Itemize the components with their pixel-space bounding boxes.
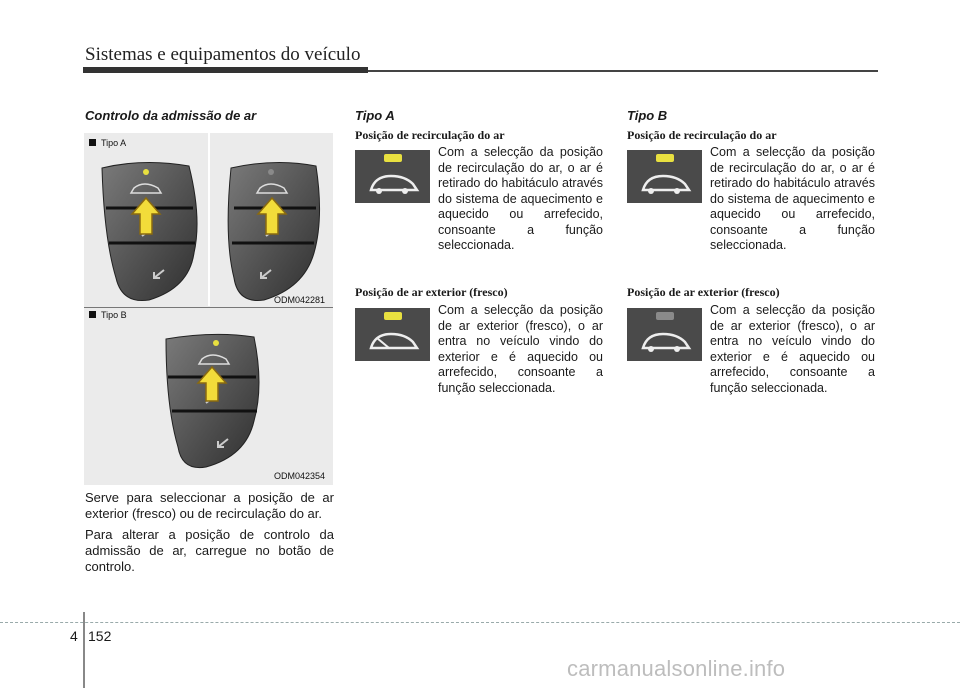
up-arrow-icon — [130, 196, 162, 235]
fig-a-label: Tipo A — [89, 138, 126, 148]
indicator-light — [384, 154, 402, 162]
fresh-title: Posição de ar exterior (fresco) — [627, 285, 780, 299]
page-header-title: Sistemas e equipamentos do veículo — [85, 44, 361, 65]
floor-vent-icon — [153, 269, 165, 279]
control-panel-illustration — [165, 333, 260, 469]
tipo-a-heading: Tipo A — [355, 108, 395, 123]
recirc-title: Posição de recirculação do ar — [627, 128, 777, 142]
indicator-light — [384, 312, 402, 320]
fresh-description: Com a selecção da posição de ar exterior… — [438, 303, 603, 395]
indicator-light — [268, 169, 274, 175]
recirc-description: Com a selecção da posição de recirculaçã… — [438, 145, 603, 252]
indicator-light — [143, 169, 149, 175]
indicator-light — [213, 340, 219, 346]
tipo-b-heading: Tipo B — [627, 108, 668, 123]
indicator-light — [656, 154, 674, 162]
floor-vent-icon — [217, 438, 229, 448]
control-panel-illustration — [101, 161, 198, 302]
paragraph: Serve para seleccionar a posição de ar e… — [85, 490, 334, 521]
header-rule — [368, 70, 878, 72]
figure-divider — [208, 133, 210, 306]
recirculation-icon — [369, 174, 420, 192]
up-arrow-icon — [256, 196, 288, 235]
fig-b-code: ODM042354 — [274, 471, 326, 481]
recirc-title: Posição de recirculação do ar — [355, 128, 505, 142]
header-bar — [83, 67, 368, 73]
floor-vent-icon — [260, 269, 272, 279]
recirculation-icon — [197, 354, 231, 365]
recirc-button-thumbnail — [627, 150, 702, 203]
recirc-description: Com a selecção da posição de recirculaçã… — [710, 145, 875, 252]
fresh-air-icon — [369, 332, 420, 350]
chapter-number: 4 — [70, 628, 78, 644]
control-panel-illustration — [227, 161, 321, 302]
footer-rule — [0, 622, 960, 623]
page-number: 152 — [88, 628, 112, 644]
fresh-title: Posição de ar exterior (fresco) — [355, 285, 508, 299]
recirculation-icon — [129, 183, 163, 194]
fig-b-label: Tipo B — [89, 310, 127, 320]
up-arrow-icon — [196, 365, 228, 402]
intro-text: Serve para seleccionar a posição de ar e… — [85, 490, 334, 580]
fresh-air-icon — [641, 332, 692, 350]
watermark: carmanualsonline.info — [567, 656, 786, 681]
indicator-light — [656, 312, 674, 320]
control-figure: Tipo A ODM042281 Tipo B ODM042354 — [84, 133, 333, 485]
figure-separator — [84, 307, 333, 308]
left-column: Controlo da admissão de ar — [85, 108, 256, 129]
paragraph: Para alterar a posição de controlo da ad… — [85, 527, 334, 574]
recirc-button-thumbnail — [355, 150, 430, 203]
tipo-b-column: Tipo B — [627, 108, 667, 129]
tipo-a-column: Tipo A — [355, 108, 395, 129]
fresh-air-icon — [255, 183, 289, 194]
fresh-button-thumbnail — [627, 308, 702, 361]
fig-a-code: ODM042281 — [274, 295, 326, 305]
recirculation-icon — [641, 174, 692, 192]
section-heading: Controlo da admissão de ar — [85, 108, 257, 123]
fresh-description: Com a selecção da posição de ar exterior… — [710, 303, 875, 395]
fresh-button-thumbnail — [355, 308, 430, 361]
footer-divider — [83, 612, 85, 688]
